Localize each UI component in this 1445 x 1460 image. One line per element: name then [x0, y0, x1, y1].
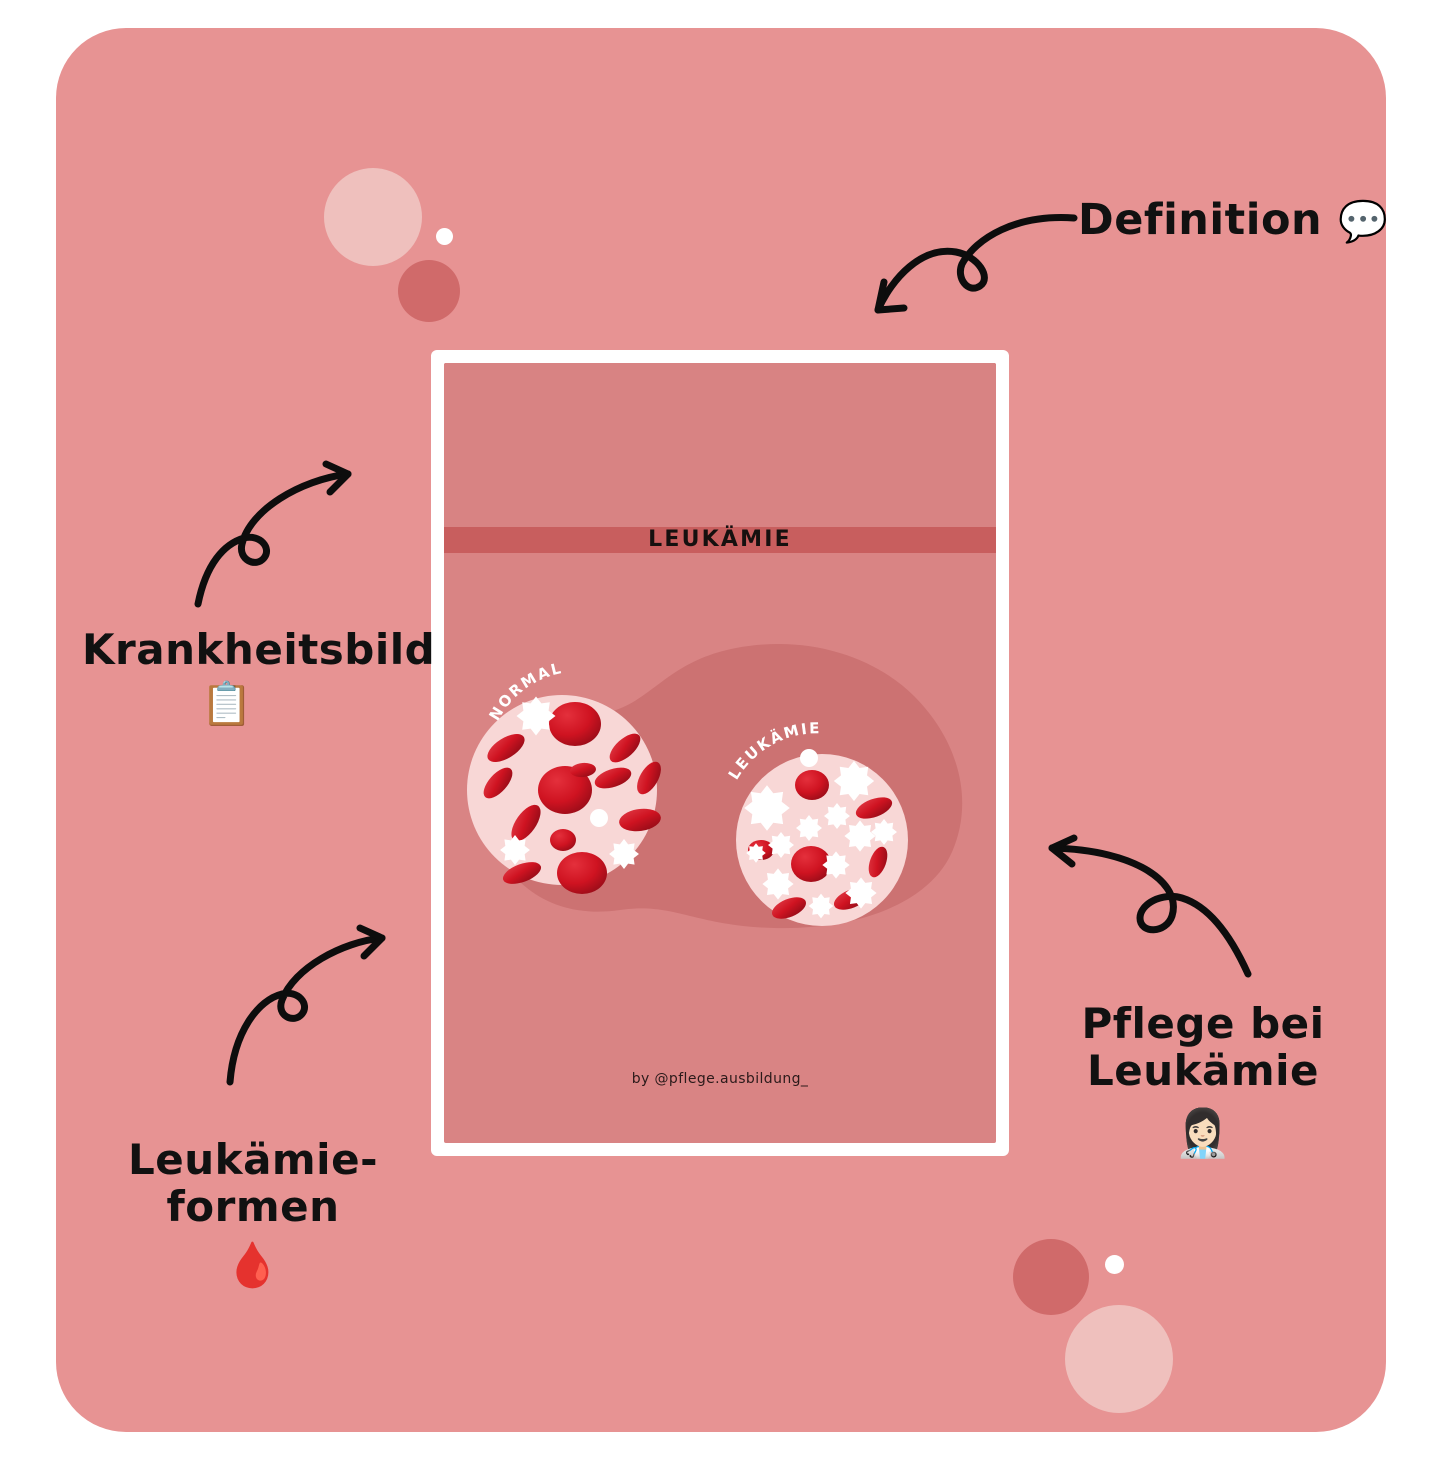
woman-health-worker-emoji: 👩🏻‍⚕️	[1174, 1106, 1232, 1161]
annotation-leukaemieformen[interactable]: Leukämie- formen 🩸	[128, 1136, 378, 1288]
wbc	[871, 819, 897, 845]
annotation-definition-text: Definition	[1078, 195, 1323, 245]
wbc	[833, 760, 875, 802]
poster-top-tint	[444, 363, 996, 527]
wbc	[500, 835, 530, 865]
annotation-leukaemieformen-line1: Leukämie-	[128, 1135, 378, 1184]
bottom-right-dark-circle	[1013, 1239, 1089, 1315]
wbc	[746, 843, 766, 863]
annotation-pflege-line1: Pflege bei	[1081, 999, 1325, 1048]
wbc	[609, 839, 639, 869]
bottom-right-white-dot	[1105, 1255, 1124, 1274]
wbc	[808, 893, 834, 919]
blood-cell-illustration: NORMAL	[467, 643, 963, 929]
leukaemie-sample-circle: LEUKÄMIE	[725, 719, 908, 926]
wbc	[516, 696, 556, 736]
wbc	[768, 832, 794, 858]
annotation-definition[interactable]: Definition 💬	[1078, 196, 1388, 245]
top-left-white-dot	[436, 228, 453, 245]
clipboard-emoji: 📋	[200, 679, 254, 729]
annotation-leukaemieformen-line2: formen	[166, 1182, 340, 1232]
wbc	[845, 877, 877, 909]
wbc	[762, 868, 794, 900]
normal-sample-circle: NORMAL	[467, 659, 661, 894]
wbc	[824, 803, 850, 829]
annotation-krankheitsbild-text: Krankheitsbild	[82, 625, 436, 674]
poster-inner: LEUKÄMIE	[444, 363, 996, 1143]
leukaemie-poster[interactable]: LEUKÄMIE	[431, 350, 1009, 1156]
annotation-pflege-bei-leukaemie[interactable]: Pflege bei Leukämie 👩🏻‍⚕️	[1078, 1000, 1328, 1156]
wbc	[744, 785, 790, 831]
wbc	[822, 851, 850, 879]
wbc	[844, 820, 876, 852]
wbc	[796, 815, 822, 841]
top-left-large-circle	[324, 168, 422, 266]
credit-text: by @pflege.ausbildung_	[631, 1071, 809, 1087]
poster-title-band	[444, 527, 996, 553]
drop-of-blood-emoji: 🩸	[225, 1240, 281, 1292]
annotation-pflege-line2: Leukämie	[1086, 1046, 1320, 1096]
bottom-right-large-circle	[1065, 1305, 1173, 1413]
top-left-dark-circle	[398, 260, 460, 322]
poster-title: LEUKÄMIE	[648, 526, 792, 552]
speech-balloon-emoji: 💬	[1338, 199, 1389, 246]
annotation-krankheitsbild[interactable]: Krankheitsbild 📋	[82, 626, 435, 729]
